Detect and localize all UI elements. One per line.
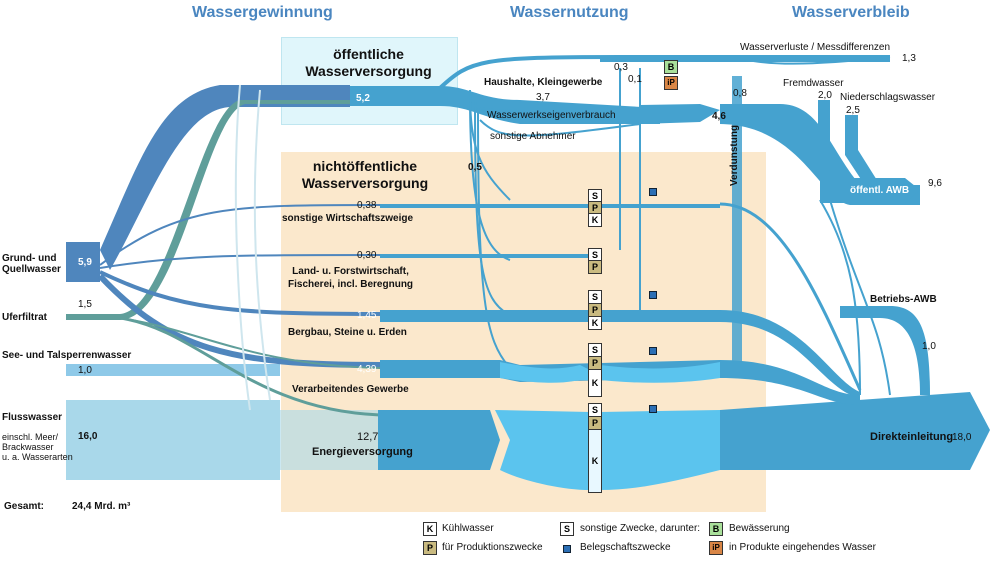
public-awb-node: [820, 178, 920, 203]
foreign-in: [818, 100, 858, 190]
s-box-5: S: [588, 403, 602, 417]
sector-1-value: 0,30: [357, 250, 377, 261]
public-supply-value: 5,2: [356, 93, 370, 104]
legend-p-label: für Produktionszwecke: [442, 542, 543, 553]
sector-0-label: sonstige Wirtschaftszweige: [282, 213, 414, 224]
losses-label: Wasserverluste / Messdifferenzen: [740, 42, 891, 53]
legend-b-label: Bewässerung: [729, 523, 790, 534]
public-supply-box: [281, 37, 458, 125]
river-to-energy: [230, 410, 378, 470]
ground-label: Grund- und Quellwasser: [2, 253, 61, 275]
sector-1-label: Land- u. Forstwirtschaft, Fischerei, inc…: [288, 266, 414, 290]
legend-b-icon: B: [709, 522, 723, 536]
p-box-2: P: [588, 260, 602, 274]
company-awb-label: Betriebs-AWB: [870, 294, 937, 305]
sector-3-label: Verarbeitendes Gewerbe: [292, 384, 409, 395]
direct-label: Direkteinleitung: [870, 431, 954, 443]
legend-ip-icon: iP: [709, 541, 723, 555]
company-awb-value: 1,0: [922, 341, 936, 352]
nonpublic-value: 0,5: [468, 162, 482, 173]
legend-p-icon: P: [423, 541, 437, 555]
staff-dot-icon: [649, 291, 657, 299]
ground-value: 5,9: [78, 257, 92, 268]
ground-source: [66, 242, 100, 282]
legend-dot-label: Belegschaftszwecke: [580, 542, 671, 553]
ip-box: iP: [664, 76, 678, 90]
legend-s-icon: S: [560, 522, 574, 536]
mining-band: [380, 310, 720, 322]
s-box-4: S: [588, 343, 602, 357]
losses-value: 1,3: [902, 53, 916, 64]
public-awb-label: öffentl. AWB: [850, 185, 910, 196]
evaporation-label: Verdunstung: [729, 124, 741, 187]
sector-4-label: Energieversorgung: [312, 446, 413, 458]
river-label: Flusswasser: [2, 412, 63, 423]
staff-dot-icon: [649, 405, 657, 413]
lake-flow: [66, 364, 280, 376]
k-box-1: K: [588, 213, 602, 227]
total-value: 24,4 Mrd. m³: [72, 501, 131, 512]
energy-band: [378, 410, 500, 470]
public-awb-value: 9,6: [928, 178, 942, 189]
rain-in: [845, 115, 880, 190]
direct-discharge: [720, 392, 990, 470]
k-box-3: K: [588, 316, 602, 330]
direct-value: 18,0: [952, 432, 972, 443]
users-combined-value: 4,6: [712, 111, 726, 122]
rain-label: Niederschlagswasser: [840, 92, 936, 103]
k-box-4: K: [588, 369, 602, 397]
staff-dot-icon: [649, 347, 657, 355]
sector-2-value: 1,45: [357, 310, 377, 321]
river-flow: [66, 400, 280, 480]
foreign-value: 2,0: [818, 90, 832, 101]
company-awb-flow: [840, 306, 930, 395]
total-label: Gesamt:: [4, 501, 45, 512]
b-box: B: [664, 60, 678, 74]
households-value: 3,7: [536, 92, 550, 103]
b-value: 0,3: [614, 62, 628, 73]
header-wasserverbleib: Wasserverbleib: [792, 4, 910, 21]
legend-k-label: Kühlwasser: [442, 523, 494, 534]
legend-dot-icon: [563, 545, 571, 553]
p-box-5: P: [588, 416, 602, 430]
energy-light: [495, 410, 590, 490]
own-use-label: Wasserwerkseigenverbrauch: [487, 110, 616, 121]
nonpublic-supply-title: nichtöffentliche Wasserversorgung: [301, 158, 429, 191]
ground-to-public: [100, 85, 350, 270]
p-box-4: P: [588, 356, 602, 370]
bank-label: Uferfiltrat: [2, 312, 48, 323]
rain-value: 2,5: [846, 105, 860, 116]
loss-in-value: 0,8: [733, 88, 747, 99]
header-wassergewinnung: Wassergewinnung: [192, 4, 333, 21]
staff-dot-icon: [649, 188, 657, 196]
public-supply-title: öffentliche Wasserversorgung: [305, 46, 432, 79]
sector-3-value: 4,39: [357, 364, 377, 375]
river-sublabel: einschl. Meer/ Brackwasser u. a. Wassera…: [2, 432, 73, 462]
river-value: 16,0: [78, 431, 98, 442]
p-box-3: P: [588, 303, 602, 317]
ip-value: 0,1: [628, 74, 642, 85]
evaporation-column: [732, 76, 742, 370]
bank-value: 1,5: [78, 299, 92, 310]
foreign-label: Fremdwasser: [783, 78, 844, 89]
legend-s-label: sonstige Zwecke, darunter:: [580, 523, 701, 534]
legend-ip-label: in Produkte eingehendes Wasser: [729, 542, 876, 553]
sector-0-value: 0,38: [357, 200, 377, 211]
legend-k-icon: K: [423, 522, 437, 536]
sector-4-value: 12,7: [357, 431, 379, 443]
households-label: Haushalte, Kleingewerbe: [484, 77, 603, 88]
sector-2-label: Bergbau, Steine u. Erden: [288, 327, 407, 338]
header-wassernutzung: Wassernutzung: [510, 4, 629, 21]
users-combined: [640, 104, 720, 124]
k-box-5: K: [588, 429, 602, 493]
s-box-3: S: [588, 290, 602, 304]
public-to-users: [350, 86, 660, 124]
lake-value: 1,0: [78, 365, 92, 376]
lake-label: See- und Talsperrenwasser: [2, 350, 132, 361]
other-label: sonstige Abnehmer: [490, 131, 576, 142]
